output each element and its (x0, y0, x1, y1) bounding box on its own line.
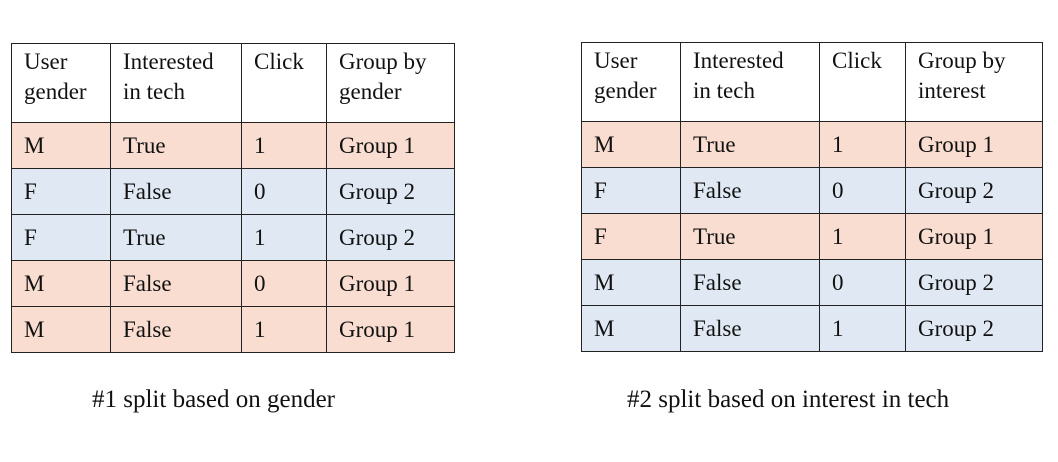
cell-group: Group 1 (326, 260, 455, 307)
cell-click: 1 (819, 121, 906, 168)
header-click: Click (819, 42, 906, 122)
cell-click: 0 (241, 260, 327, 307)
table-row: M False 0 Group 2 (581, 259, 1043, 306)
cell-click: 1 (241, 122, 327, 169)
cell-click: 0 (819, 167, 906, 214)
table-row: M True 1 Group 1 (11, 122, 455, 169)
cell-user-gender: F (581, 167, 681, 214)
cell-click: 1 (241, 214, 327, 261)
header-group-by-interest: Group by interest (905, 42, 1043, 122)
gender-split-table: User gender Interested in tech Click Gro… (11, 43, 455, 353)
cell-click: 1 (241, 306, 327, 353)
header-row: User gender Interested in tech Click Gro… (11, 43, 455, 123)
cell-user-gender: F (11, 214, 111, 261)
cell-interested-in-tech: True (110, 214, 242, 261)
table-row: F True 1 Group 1 (581, 213, 1043, 260)
gender-split-caption: #1 split based on gender (92, 386, 336, 413)
cell-interested-in-tech: True (680, 121, 820, 168)
cell-group: Group 1 (905, 121, 1043, 168)
cell-group: Group 1 (326, 122, 455, 169)
cell-click: 0 (819, 259, 906, 306)
interest-split-caption: #2 split based on interest in tech (627, 386, 950, 413)
header-group-by-gender: Group by gender (326, 43, 455, 123)
cell-user-gender: M (11, 260, 111, 307)
table-row: M False 1 Group 2 (581, 305, 1043, 352)
header-user-gender: User gender (581, 42, 681, 122)
cell-interested-in-tech: False (680, 167, 820, 214)
table-row: F False 0 Group 2 (11, 168, 455, 215)
cell-user-gender: M (11, 122, 111, 169)
cell-group: Group 2 (905, 259, 1043, 306)
cell-interested-in-tech: True (680, 213, 820, 260)
cell-user-gender: M (11, 306, 111, 353)
header-click: Click (241, 43, 327, 123)
cell-user-gender: M (581, 305, 681, 352)
cell-interested-in-tech: False (110, 260, 242, 307)
table-row: F False 0 Group 2 (581, 167, 1043, 214)
cell-group: Group 2 (326, 214, 455, 261)
header-row: User gender Interested in tech Click Gro… (581, 42, 1043, 122)
cell-user-gender: M (581, 259, 681, 306)
table-row: M True 1 Group 1 (581, 121, 1043, 168)
table-row: M False 0 Group 1 (11, 260, 455, 307)
table-row: M False 1 Group 1 (11, 306, 455, 353)
cell-group: Group 2 (905, 305, 1043, 352)
header-user-gender: User gender (11, 43, 111, 123)
cell-group: Group 2 (905, 167, 1043, 214)
header-interested-in-tech: Interested in tech (110, 43, 242, 123)
cell-click: 1 (819, 305, 906, 352)
cell-interested-in-tech: False (110, 168, 242, 215)
cell-group: Group 1 (326, 306, 455, 353)
cell-group: Group 1 (905, 213, 1043, 260)
cell-click: 0 (241, 168, 327, 215)
cell-group: Group 2 (326, 168, 455, 215)
table-row: F True 1 Group 2 (11, 214, 455, 261)
cell-interested-in-tech: False (680, 259, 820, 306)
cell-click: 1 (819, 213, 906, 260)
cell-user-gender: M (581, 121, 681, 168)
cell-user-gender: F (581, 213, 681, 260)
interest-split-table: User gender Interested in tech Click Gro… (581, 42, 1043, 352)
cell-interested-in-tech: False (680, 305, 820, 352)
cell-interested-in-tech: True (110, 122, 242, 169)
cell-interested-in-tech: False (110, 306, 242, 353)
header-interested-in-tech: Interested in tech (680, 42, 820, 122)
cell-user-gender: F (11, 168, 111, 215)
